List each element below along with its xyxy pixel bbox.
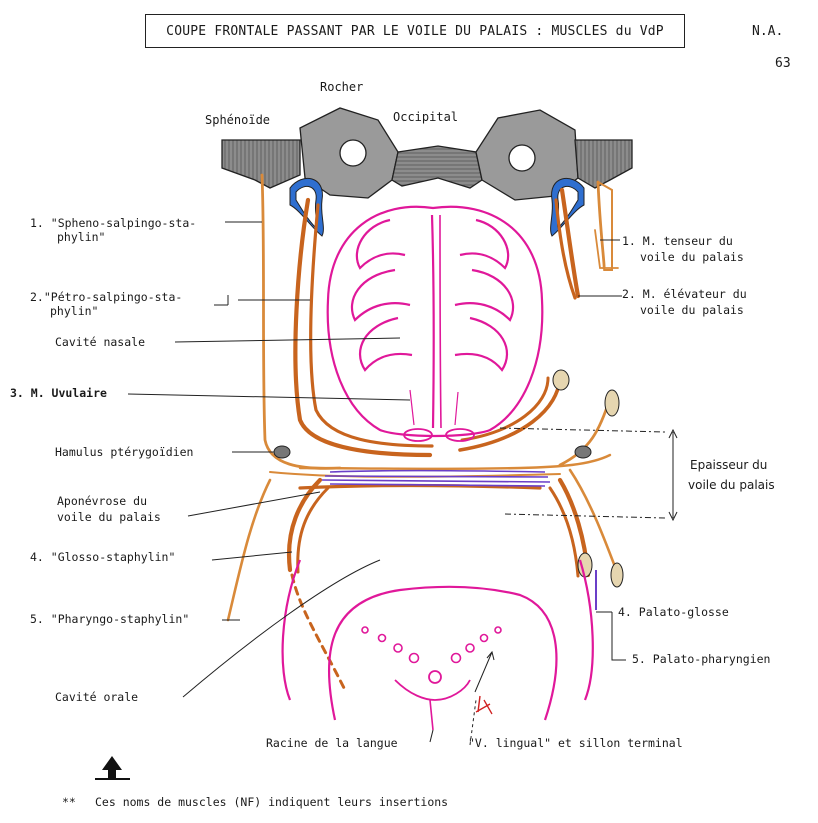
label-pharyngo-staphylin: 5. "Pharyngo-staphylin" [30,612,189,626]
label-hamulus: Hamulus ptérygoïdien [55,445,193,459]
label-spheno-salpingo-2: phylin" [57,230,105,244]
oral-cavity [283,560,593,730]
leader-lines [128,222,677,745]
label-sphenoide: Sphénoïde [205,113,270,127]
orientation-arrow-icon [95,756,130,779]
hamulus-right [575,446,591,458]
footnote-marker: ** [62,795,76,809]
label-glosso-staphylin: 4. "Glosso-staphylin" [30,550,175,564]
pharyngo-staphylin-left [228,480,270,620]
label-v-lingual: "V. lingual" et sillon terminal [468,736,683,750]
label-elevateur-2: voile du palais [640,303,744,317]
hamulus-group [274,370,623,587]
label-aponevrose-1: Aponévrose du [57,494,147,508]
hamulus-left [274,446,290,458]
label-epaisseur-2: voile du palais [688,478,775,492]
label-aponevrose-2: voile du palais [57,510,161,524]
nasal-septum [432,215,434,428]
label-elevateur-1: 2. M. élévateur du [622,287,747,301]
label-uvulaire: 3. M. Uvulaire [10,386,107,400]
label-petro-salpingo-1: 2."Pétro-salpingo-sta- [30,290,182,304]
label-racine-langue: Racine de la langue [266,736,398,750]
nasal-cavity [328,207,543,441]
label-tenseur-2: voile du palais [640,250,744,264]
aponevrose [322,471,596,611]
occipital [392,146,482,188]
label-tenseur-1: 1. M. tenseur du [622,234,733,248]
label-spheno-salpingo-1: 1. "Spheno-salpingo-sta- [30,216,196,230]
sphenoide-right [575,140,632,188]
label-palato-glosse: 4. Palato-glosse [618,605,729,619]
footnote-text: Ces noms de muscles (NF) indiquent leurs… [95,795,448,809]
label-epaisseur-1: Epaisseur du [690,458,767,472]
label-petro-salpingo-2: phylin" [50,304,98,318]
muscles [228,175,620,690]
oral-outline [283,560,300,700]
label-palato-pharyngien: 5. Palato-pharyngien [632,652,770,666]
label-cavite-nasale: Cavité nasale [55,335,145,349]
label-occipital: Occipital [393,110,458,124]
foramen-left [340,140,366,166]
foramen-right [509,145,535,171]
label-rocher: Rocher [320,80,363,94]
label-cavite-orale: Cavité orale [55,690,138,704]
